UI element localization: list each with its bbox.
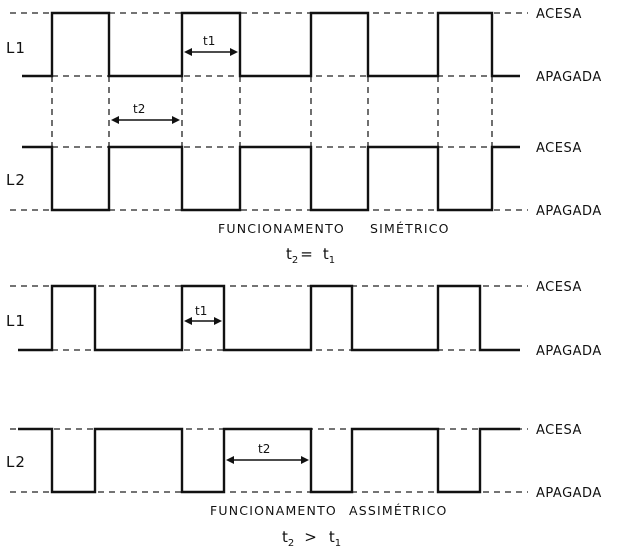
asym-l1-waveform	[18, 284, 520, 352]
sym-l2-off-label: APAGADA	[536, 204, 602, 219]
sym-formula: t2=t1	[286, 245, 335, 266]
symmetric-section: t1 t2 L1 L2 ACESA APAGADA ACESA APAGADA …	[6, 7, 602, 266]
sym-l2-on-label: ACESA	[536, 141, 582, 156]
sym-alignment-guides	[51, 76, 493, 147]
asym-t2-label: t2	[258, 442, 270, 456]
sym-l1-label: L1	[6, 39, 26, 57]
asym-l2-label: L2	[6, 453, 26, 471]
sym-t1-label: t1	[203, 34, 215, 48]
asym-t1-dimension: t1	[184, 304, 222, 325]
sym-t2-dimension: t2	[111, 102, 180, 124]
asym-t1-label: t1	[195, 304, 207, 318]
sym-caption-word1: FUNCIONAMENTO	[218, 221, 345, 236]
asym-formula: t2>t1	[282, 528, 341, 549]
sym-l2-label: L2	[6, 171, 26, 189]
sym-caption-word2: SIMÉTRICO	[370, 221, 450, 236]
asym-l2-off-label: APAGADA	[536, 486, 602, 501]
sym-l2-waveform	[22, 145, 520, 212]
sym-t1-dimension: t1	[184, 34, 238, 56]
asym-l1-on-label: ACESA	[536, 280, 582, 295]
sym-l1-waveform	[22, 11, 520, 78]
asym-t2-dimension: t2	[226, 442, 309, 464]
asym-l2-waveform	[18, 427, 520, 494]
sym-l1-off-label: APAGADA	[536, 70, 602, 85]
asym-caption-word2: ASSIMÉTRICO	[349, 503, 448, 518]
asym-l1-off-label: APAGADA	[536, 344, 602, 359]
sym-l1-on-label: ACESA	[536, 7, 582, 22]
asym-l2-on-label: ACESA	[536, 423, 582, 438]
sym-t2-label: t2	[133, 102, 145, 116]
asym-l1-label: L1	[6, 312, 26, 330]
asymmetric-section: t1 t2 L1 L2 ACESA APAGADA ACESA APAGADA …	[6, 280, 602, 549]
asym-caption-word1: FUNCIONAMENTO	[210, 503, 337, 518]
